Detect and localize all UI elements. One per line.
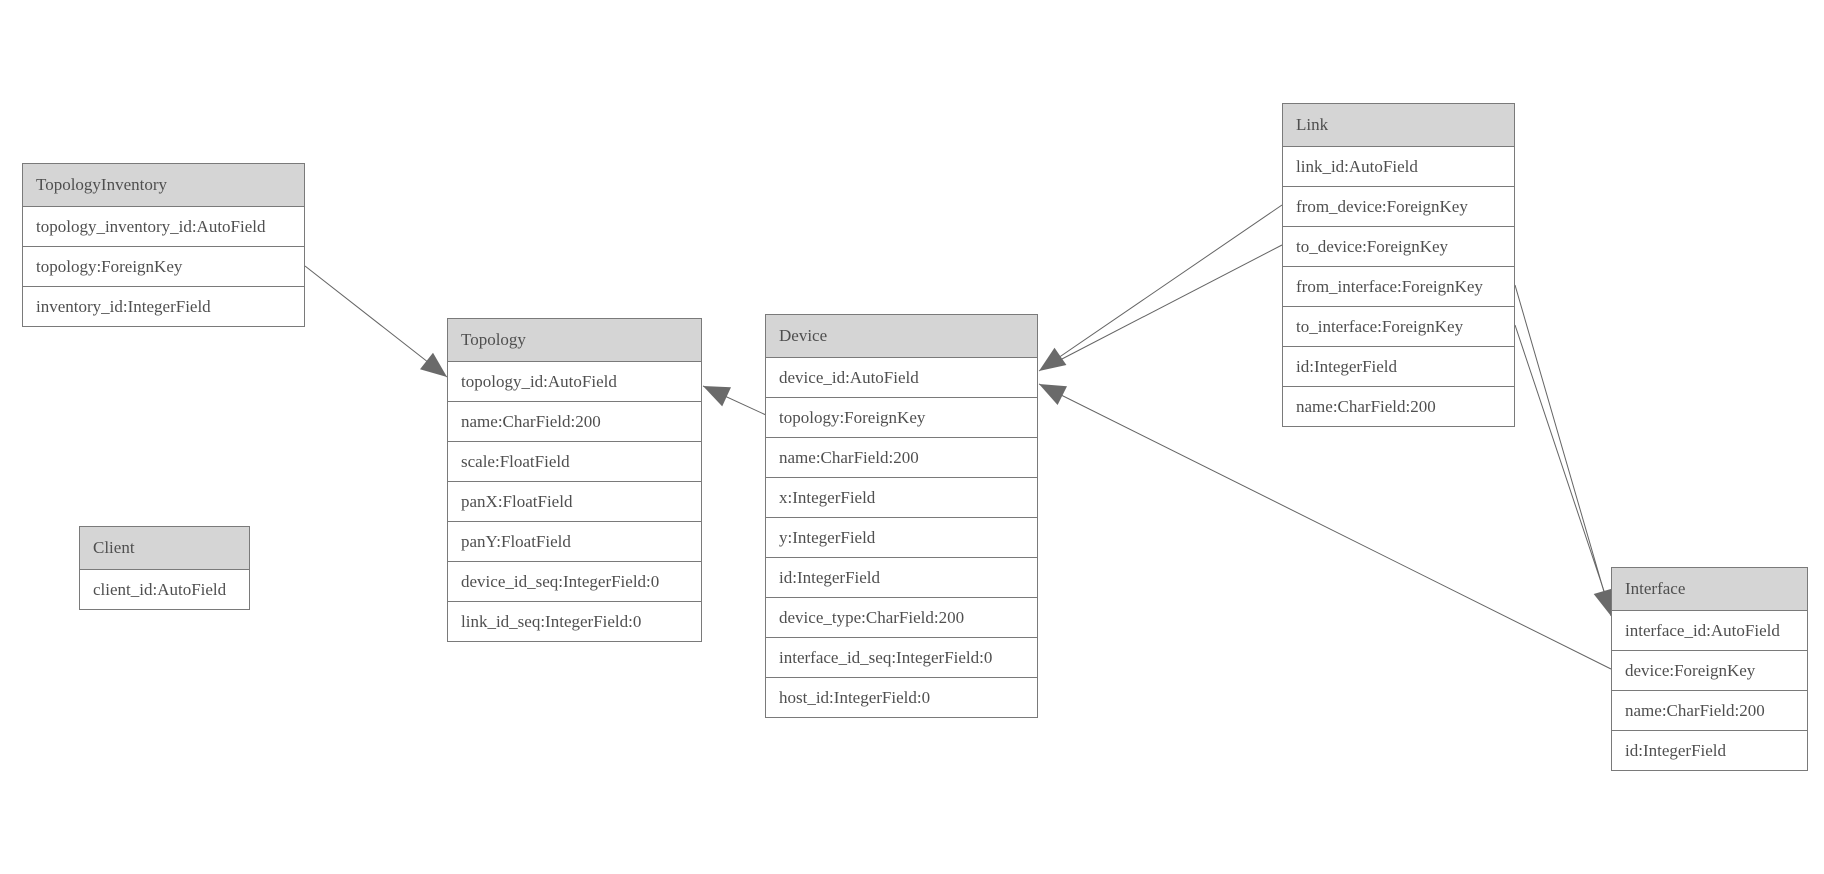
entity-title: Link [1283, 104, 1514, 146]
field-row: to_device:ForeignKey [1283, 226, 1514, 266]
field-row: device_type:CharField:200 [766, 597, 1037, 637]
field-row: topology_id:AutoField [448, 361, 701, 401]
relationship-line [1038, 383, 1612, 670]
field-row: link_id_seq:IntegerField:0 [448, 601, 701, 641]
field-row: client_id:AutoField [80, 569, 249, 609]
field-row: interface_id:AutoField [1612, 610, 1807, 650]
entity-title: Client [80, 527, 249, 569]
field-row: panY:FloatField [448, 521, 701, 561]
field-row: device:ForeignKey [1612, 650, 1807, 690]
field-row: id:IntegerField [1612, 730, 1807, 770]
field-row: name:CharField:200 [1612, 690, 1807, 730]
arrowhead-icon [1039, 347, 1067, 371]
field-row: topology:ForeignKey [23, 246, 304, 286]
field-row: name:CharField:200 [448, 401, 701, 441]
entity-title: Interface [1612, 568, 1807, 610]
field-row: device_id_seq:IntegerField:0 [448, 561, 701, 601]
field-row: host_id:IntegerField:0 [766, 677, 1037, 717]
relationship-line [1059, 244, 1283, 361]
field-row: panX:FloatField [448, 481, 701, 521]
field-row: topology_inventory_id:AutoField [23, 206, 304, 246]
field-row: device_id:AutoField [766, 357, 1037, 397]
relationship-line [304, 265, 448, 378]
entity-title: Device [766, 315, 1037, 357]
field-row: id:IntegerField [1283, 346, 1514, 386]
field-row: scale:FloatField [448, 441, 701, 481]
field-row: topology:ForeignKey [766, 397, 1037, 437]
field-row: to_interface:ForeignKey [1283, 306, 1514, 346]
field-row: name:CharField:200 [1283, 386, 1514, 426]
field-row: x:IntegerField [766, 477, 1037, 517]
arrowhead-icon [703, 386, 731, 407]
relationship-line [1514, 284, 1612, 617]
entity-title: Topology [448, 319, 701, 361]
arrowhead-icon [420, 352, 447, 377]
field-row: y:IntegerField [766, 517, 1037, 557]
arrowhead-icon [1039, 384, 1067, 405]
field-row: from_interface:ForeignKey [1283, 266, 1514, 306]
field-row: inventory_id:IntegerField [23, 286, 304, 326]
field-row: from_device:ForeignKey [1283, 186, 1514, 226]
relationship-line [1038, 204, 1283, 372]
entity-title: TopologyInventory [23, 164, 304, 206]
arrowhead-icon [1593, 588, 1614, 616]
field-row: id:IntegerField [766, 557, 1037, 597]
field-row: name:CharField:200 [766, 437, 1037, 477]
field-row: link_id:AutoField [1283, 146, 1514, 186]
relationship-line [1514, 324, 1605, 592]
field-row: interface_id_seq:IntegerField:0 [766, 637, 1037, 677]
